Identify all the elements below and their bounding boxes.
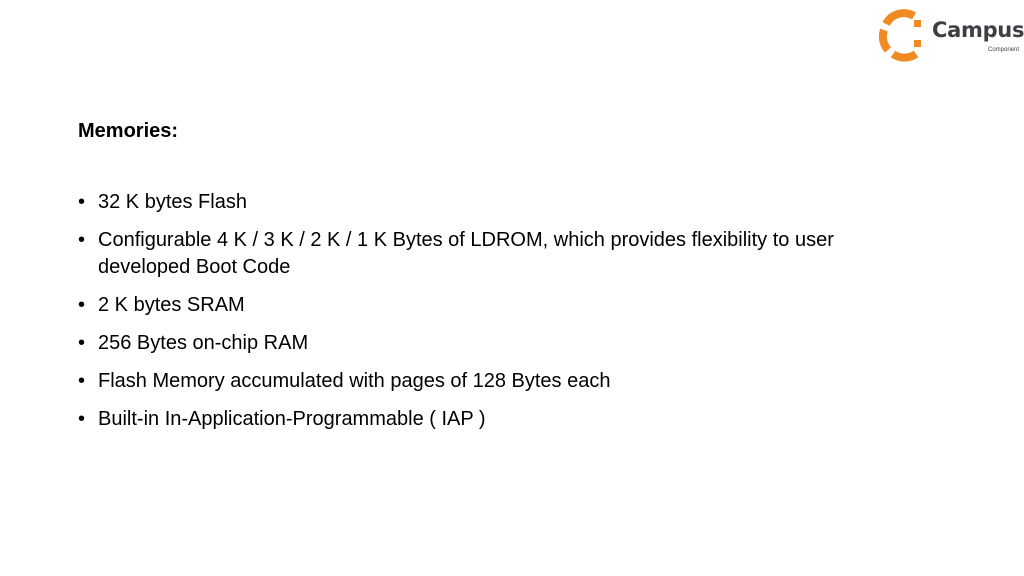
list-item: • 2 K bytes SRAM: [78, 292, 918, 319]
bullet-list: • 32 K bytes Flash • Configurable 4 K / …: [78, 189, 938, 433]
campus-logo-icon: [878, 9, 921, 62]
bullet-marker: •: [78, 332, 86, 354]
list-item-text: Configurable 4 K / 3 K / 2 K / 1 K Bytes…: [98, 229, 834, 278]
list-item-text: 2 K bytes SRAM: [98, 294, 245, 316]
bullet-marker: •: [78, 191, 86, 213]
list-item-text: 32 K bytes Flash: [98, 191, 247, 213]
list-item: • Flash Memory accumulated with pages of…: [78, 368, 918, 395]
bullet-marker: •: [78, 408, 86, 430]
logo-wordmark: Campus: [932, 18, 1024, 42]
list-item-text: Built-in In-Application-Programmable ( I…: [98, 408, 486, 430]
logo-tagline: Component: [988, 47, 1020, 53]
list-item-text: 256 Bytes on-chip RAM: [98, 332, 309, 354]
slide-content: Memories: • 32 K bytes Flash • Configura…: [78, 118, 938, 444]
list-item: • 256 Bytes on-chip RAM: [78, 330, 918, 357]
list-item: • 32 K bytes Flash: [78, 189, 918, 216]
list-item: • Built-in In-Application-Programmable (…: [78, 406, 918, 433]
bullet-marker: •: [78, 370, 86, 392]
bullet-marker: •: [78, 294, 86, 316]
campus-component-logo: Campus Component: [878, 6, 1024, 62]
slide-heading: Memories:: [78, 120, 179, 142]
list-item: • Configurable 4 K / 3 K / 2 K / 1 K Byt…: [78, 227, 918, 281]
list-item-text: Flash Memory accumulated with pages of 1…: [98, 370, 611, 392]
bullet-marker: •: [78, 229, 86, 251]
